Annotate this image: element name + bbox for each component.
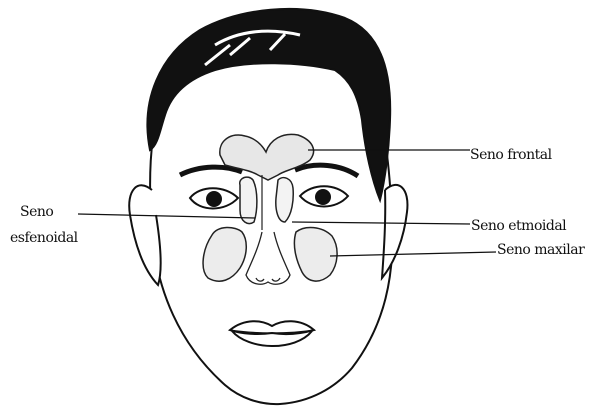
label-seno-esfenoidal-line2: esfenoidal xyxy=(10,229,78,247)
leader-esfenoidal xyxy=(78,214,255,218)
right-pupil xyxy=(315,189,331,205)
left-eyebrow xyxy=(180,167,242,175)
leader-etmoidal xyxy=(292,222,470,224)
label-seno-etmoidal: Seno etmoidal xyxy=(471,217,566,235)
leader-maxilar xyxy=(330,252,496,256)
label-seno-maxilar: Seno maxilar xyxy=(497,241,584,259)
nose xyxy=(246,232,290,284)
left-pupil xyxy=(206,191,222,207)
face-outline xyxy=(150,80,392,404)
frontal-sinus xyxy=(220,134,314,180)
label-seno-frontal: Seno frontal xyxy=(470,146,552,164)
left-maxillary-sinus xyxy=(203,227,246,281)
ethmoidal-sinus xyxy=(240,177,294,223)
nostrils xyxy=(256,278,280,281)
left-ear xyxy=(129,185,160,285)
right-eyebrow xyxy=(295,165,358,176)
right-maxillary-sinus xyxy=(294,227,337,281)
label-seno-esfenoidal-line1: Seno xyxy=(20,203,53,221)
right-ear xyxy=(382,185,407,278)
